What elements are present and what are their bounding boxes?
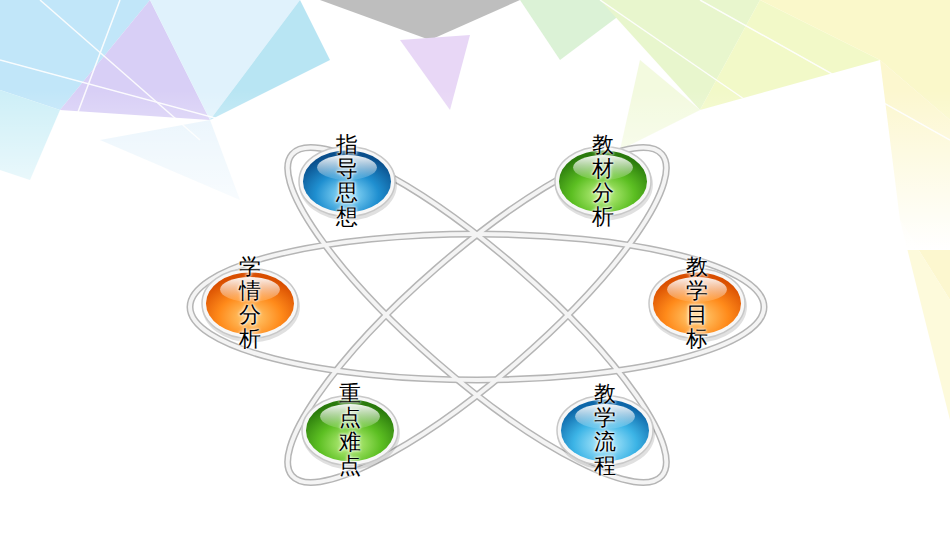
sphere-node: 教学目标 <box>645 251 749 356</box>
node-label: 教学目标 <box>686 255 708 352</box>
node-label: 教学流程 <box>594 382 616 479</box>
node-label: 指导思想 <box>336 133 358 230</box>
orbit-inner <box>251 107 702 522</box>
orbit-inner <box>190 234 764 380</box>
orbit-outline <box>190 234 764 380</box>
sphere-node: 学情分析 <box>198 251 302 356</box>
node-label: 教材分析 <box>592 133 614 230</box>
orbit-outline <box>251 107 702 522</box>
orbit-outline <box>251 107 702 522</box>
triangle <box>320 0 520 40</box>
sphere-node: 教材分析 <box>551 129 655 234</box>
sphere-node: 教学流程 <box>553 378 657 483</box>
node-label: 重点难点 <box>339 382 361 479</box>
orbits <box>190 107 764 522</box>
sphere-node: 重点难点 <box>298 378 402 483</box>
orbit-inner <box>251 107 702 522</box>
sphere-node: 指导思想 <box>295 129 399 234</box>
node-label: 学情分析 <box>239 255 261 352</box>
fade-overlay <box>0 90 950 250</box>
fade-overlay <box>0 250 880 535</box>
